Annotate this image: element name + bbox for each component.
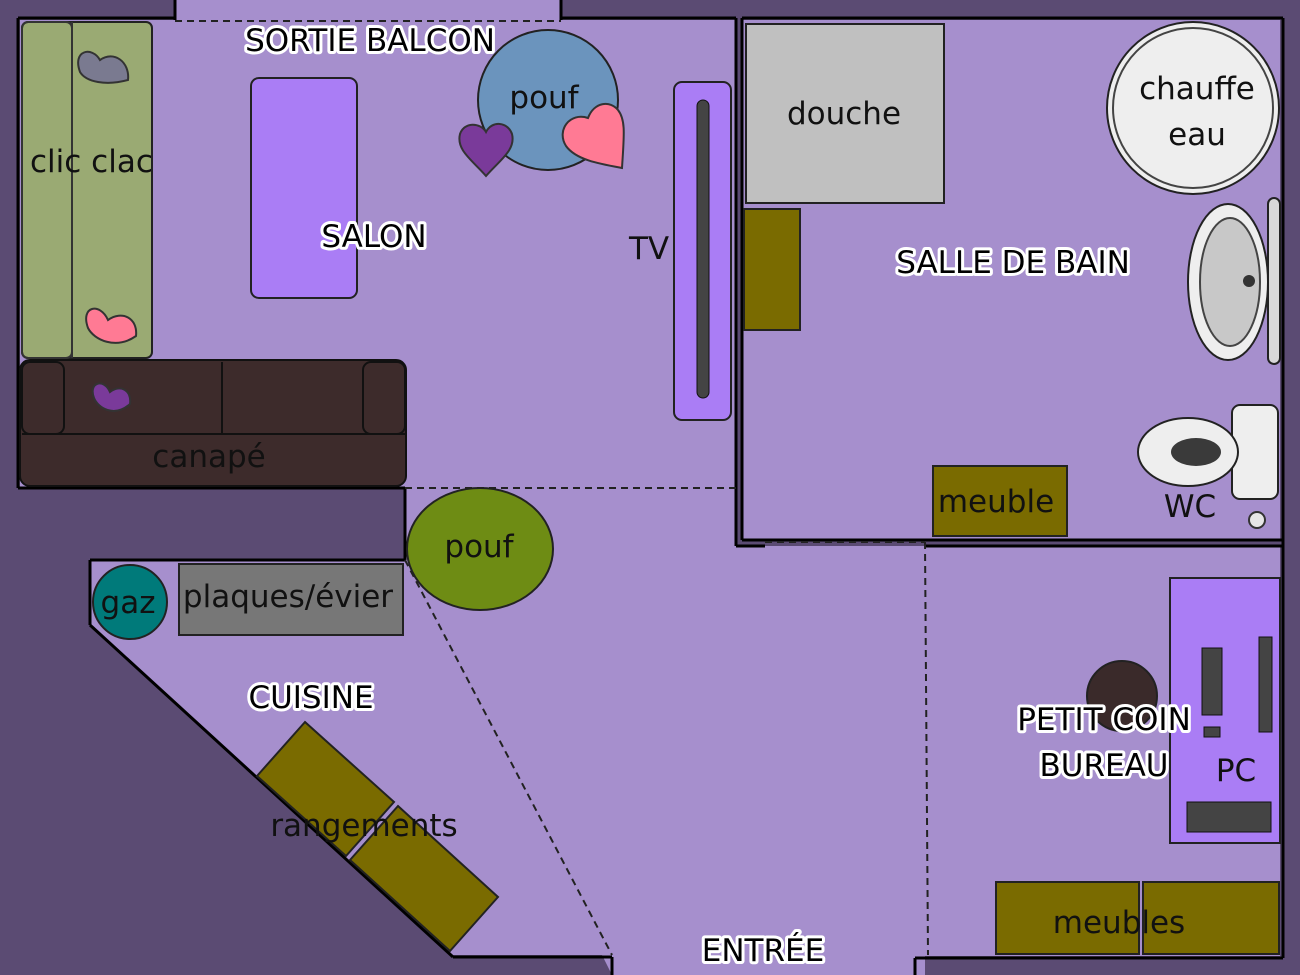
label-sofa: canapé <box>152 439 265 475</box>
label-tv: TV <box>628 231 669 267</box>
label-pc: PC <box>1216 753 1256 789</box>
heart-icon <box>561 102 625 170</box>
desk <box>1169 577 1281 844</box>
office-cabinets <box>995 881 1280 955</box>
bathroom-shelf <box>743 208 801 331</box>
label-bathroom-cabinet: meuble <box>938 484 1054 520</box>
label-hob-sink: plaques/évier <box>183 579 393 615</box>
label-salon: SALON <box>321 219 426 255</box>
walls <box>16 0 1285 975</box>
label-entrance: ENTRÉE <box>702 933 824 969</box>
label-water-heater-1: chauffe <box>1139 71 1255 107</box>
clic-clac <box>21 21 153 359</box>
kitchen-floor <box>90 560 612 955</box>
label-gas: gaz <box>101 585 156 621</box>
kitchen-storage <box>255 720 500 953</box>
sink-icon <box>1187 197 1281 365</box>
label-bathroom: SALLE DE BAIN <box>896 245 1130 281</box>
label-office-1: PETIT COIN <box>1017 702 1191 738</box>
hob-sink <box>178 563 404 636</box>
water-heater <box>1106 21 1280 195</box>
label-water-heater-2: eau <box>1168 117 1226 153</box>
pouf-entrance <box>406 487 554 611</box>
label-pouf-entrance: pouf <box>444 529 514 565</box>
shower <box>745 23 945 204</box>
heart-icon <box>85 307 138 344</box>
label-clic-clac: clic clac <box>30 144 153 180</box>
label-pouf-salon: pouf <box>509 80 579 116</box>
coffee-table <box>250 77 358 299</box>
label-office-cabinets: meubles <box>1053 905 1185 941</box>
label-shower: douche <box>787 96 901 132</box>
gas-bottle <box>92 564 168 640</box>
label-kitchen: CUISINE <box>248 680 373 716</box>
bathroom-cabinet <box>932 465 1068 537</box>
label-wc: WC <box>1164 489 1216 525</box>
label-balcony-exit: SORTIE BALCON <box>245 23 495 59</box>
label-storage: rangements <box>270 808 457 844</box>
label-office-2: BUREAU <box>1040 748 1169 784</box>
toilet-icon <box>1137 404 1279 529</box>
heart-icon <box>91 382 132 412</box>
office-chair <box>1086 660 1158 732</box>
room-separators <box>175 20 929 956</box>
heart-icon <box>458 123 514 178</box>
tv <box>673 81 732 421</box>
heart-icon <box>77 50 130 84</box>
central-floor <box>405 486 925 975</box>
